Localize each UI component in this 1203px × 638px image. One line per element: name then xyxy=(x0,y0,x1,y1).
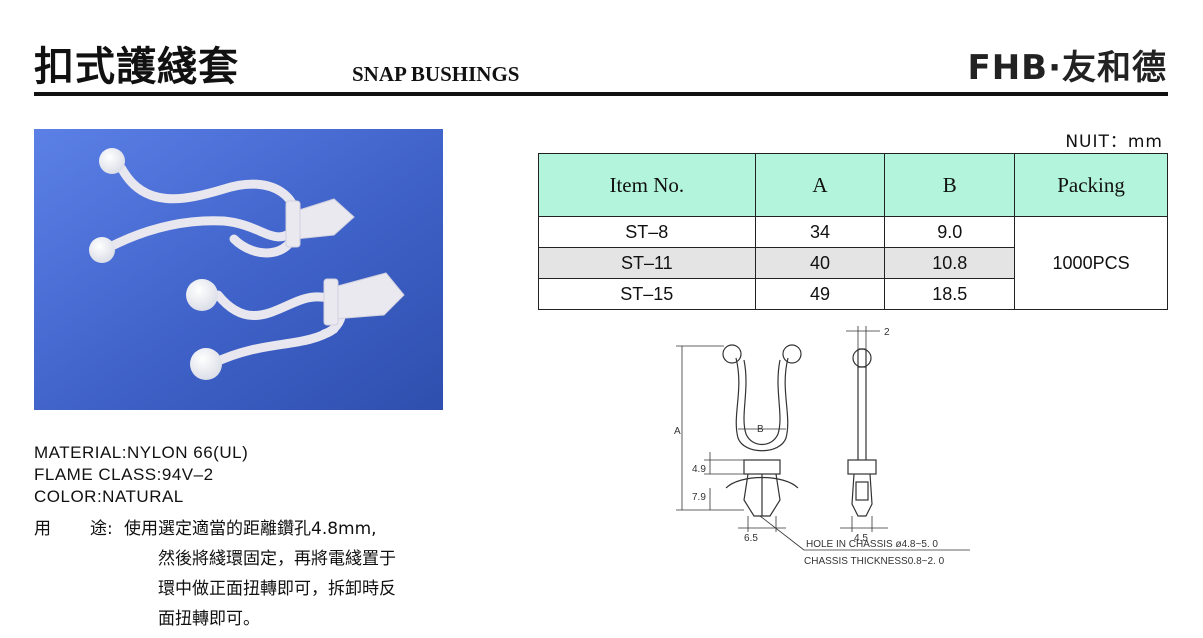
cell-item: ST–11 xyxy=(538,247,756,279)
color-line: COLOR:NATURAL xyxy=(34,487,184,506)
header-divider xyxy=(34,92,1168,96)
col-header-b: B xyxy=(884,153,1016,217)
table-header-row: Item No. A B Packing xyxy=(538,153,1168,217)
cell-item: ST–8 xyxy=(538,216,756,248)
usage-line: 使用選定適當的距離鑽孔4.8mm, xyxy=(124,519,377,539)
brand-logo: FHB·友和德 xyxy=(967,48,1167,88)
thickness-note: CHASSIS THICKNESS0.8~2. 0 xyxy=(804,556,945,567)
cell-a: 40 xyxy=(754,247,886,279)
technical-drawing: 2 A B 4.9 7.9 6.5 4.5 HOLE IN CHASSIS ø4… xyxy=(674,326,970,567)
unit-label: NUIT：mm xyxy=(1065,132,1163,152)
page-title: 扣式護綫套 xyxy=(34,43,239,90)
flame-class-line: FLAME CLASS:94V–2 xyxy=(34,465,214,484)
dim-45-label: 4.5 xyxy=(854,533,868,544)
dim-b-label: B xyxy=(757,424,764,435)
cell-b: 18.5 xyxy=(884,278,1016,310)
material-specs: MATERIAL:NYLON 66(UL) FLAME CLASS:94V–2 … xyxy=(34,442,248,508)
dim-2-label: 2 xyxy=(884,327,890,338)
material-line: MATERIAL:NYLON 66(UL) xyxy=(34,443,249,462)
cell-packing: 1000PCS xyxy=(1014,216,1168,310)
usage-line: 然後將綫環固定，再將電綫置于 xyxy=(158,549,396,569)
usage-line: 面扭轉即可。 xyxy=(158,609,260,629)
col-header-packing: Packing xyxy=(1014,153,1168,217)
dim-65-label: 6.5 xyxy=(744,533,758,544)
cell-a: 34 xyxy=(754,216,886,248)
col-header-item: Item No. xyxy=(538,153,756,217)
spec-table: Item No. A B Packing ST–8 34 9.0 1000PCS… xyxy=(538,153,1168,310)
hole-note: HOLE IN CHASSIS ø4.8~5. 0 xyxy=(806,539,938,550)
usage-line: 環中做正面扭轉即可，拆卸時反 xyxy=(158,579,396,599)
usage-text: 使用選定適當的距離鑽孔4.8mm, 然後將綫環固定，再將電綫置于 環中做正面扭轉… xyxy=(124,514,484,634)
dim-79-label: 7.9 xyxy=(692,492,706,503)
col-header-a: A xyxy=(754,153,886,217)
usage-label: 用途: xyxy=(34,519,113,539)
table-row: ST–15 49 18.5 xyxy=(538,278,1168,310)
cell-item: ST–15 xyxy=(538,278,756,310)
dim-a-label: A xyxy=(674,426,681,437)
table-row: ST–11 40 10.8 xyxy=(538,247,1168,279)
table-row: ST–8 34 9.0 1000PCS xyxy=(538,216,1168,310)
product-photo xyxy=(34,129,443,410)
dim-49-label: 4.9 xyxy=(692,464,706,475)
page-subtitle: SNAP BUSHINGS xyxy=(352,62,520,86)
cell-b: 10.8 xyxy=(884,247,1016,279)
cell-a: 49 xyxy=(754,278,886,310)
cell-b: 9.0 xyxy=(884,216,1016,248)
